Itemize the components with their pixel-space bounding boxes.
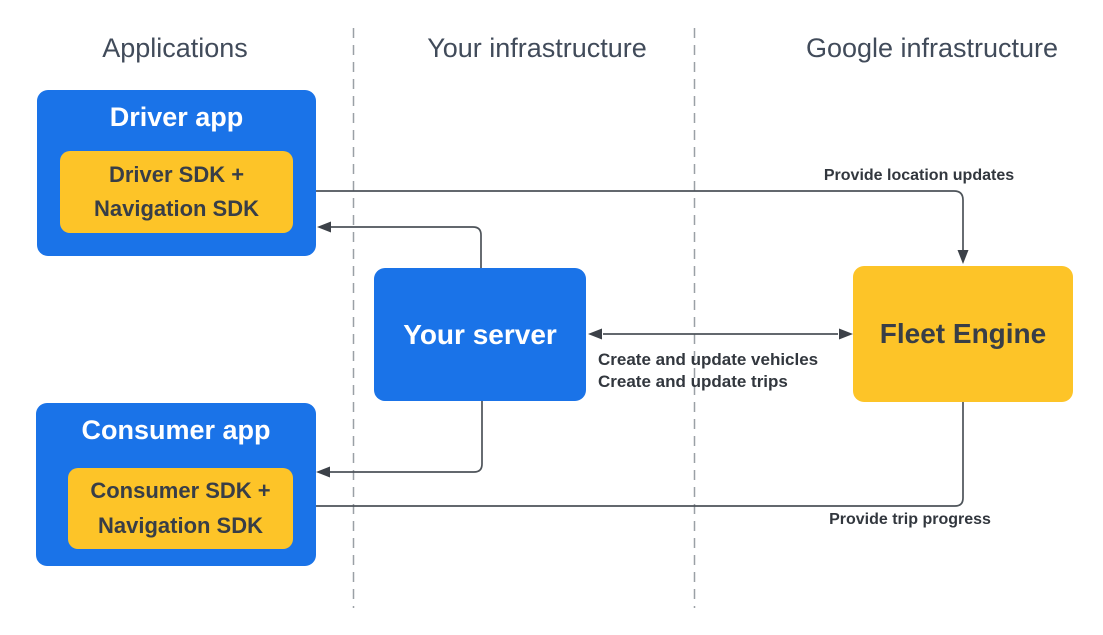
driver-app-node: Driver app Driver SDK + Navigation SDK [37, 90, 316, 256]
consumer-sdk-label-line1: Consumer SDK + [90, 478, 271, 504]
arrowhead-into-fleet-engine-left [839, 328, 853, 340]
column-header-your-infrastructure: Your infrastructure [427, 33, 647, 63]
driver-sdk-node: Driver SDK + Navigation SDK [60, 151, 293, 233]
edge-label-create-trips: Create and update trips [598, 372, 788, 391]
fleet-engine-label: Fleet Engine [879, 318, 1047, 349]
arrowhead-into-driver-app [317, 221, 331, 233]
edge-label-location-updates: Provide location updates [823, 167, 1015, 184]
arrowhead-into-fleet-engine-top [957, 250, 969, 264]
driver-sdk-label-line1: Driver SDK + [108, 161, 245, 187]
edge-label-trip-progress: Provide trip progress [829, 511, 991, 528]
edge-label-create-update: Create and update vehicles Create and up… [598, 349, 818, 393]
consumer-app-title: Consumer app [81, 415, 271, 445]
your-server-node: Your server [374, 268, 586, 401]
edge-location-updates [293, 190, 964, 251]
edge-trip-progress [307, 402, 964, 507]
edge-label-create-vehicles: Create and update vehicles [598, 350, 819, 369]
edge-server-to-driver-app [330, 226, 482, 268]
consumer-sdk-label-line2: Navigation SDK [97, 512, 264, 538]
driver-sdk-label-line2: Navigation SDK [93, 196, 260, 221]
column-header-applications: Applications [102, 33, 248, 63]
consumer-sdk-node: Consumer SDK + Navigation SDK [68, 468, 293, 549]
consumer-app-node: Consumer app Consumer SDK + Navigation S… [36, 403, 316, 566]
driver-app-title: Driver app [109, 102, 244, 132]
edge-server-to-consumer-app [329, 401, 483, 473]
arrowhead-into-consumer-app [316, 466, 330, 478]
fleet-engine-node: Fleet Engine [853, 266, 1073, 402]
column-header-google-infrastructure: Google infrastructure [805, 33, 1059, 63]
arrowhead-into-your-server [588, 328, 602, 340]
your-server-label: Your server [403, 318, 557, 350]
